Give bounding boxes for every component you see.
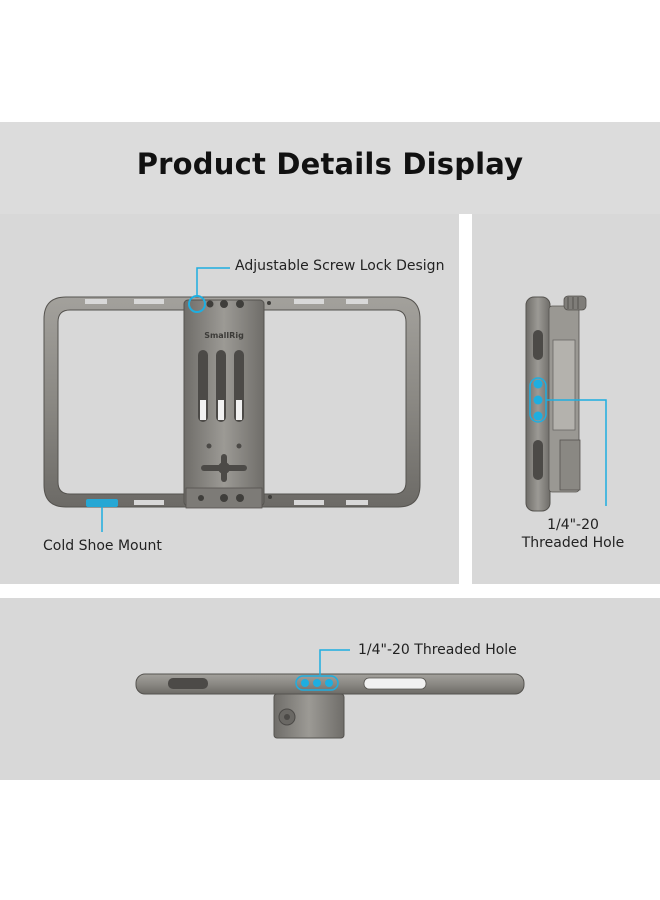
- cold-shoe-label: Cold Shoe Mount: [43, 538, 162, 554]
- cage-side-view: [525, 295, 587, 512]
- cage-front-view: [43, 296, 421, 509]
- screw-lock-callout: [188, 267, 230, 313]
- bottom-hole-callout: [319, 649, 350, 675]
- brand-mark: SmallRig: [204, 331, 244, 340]
- cage-bottom-view: [135, 673, 525, 739]
- side-hole-label-line1: 1/4"-20: [547, 517, 599, 533]
- page-title: Product Details Display: [136, 147, 524, 181]
- screw-lock-label: Adjustable Screw Lock Design: [235, 258, 445, 274]
- side-hole-label-line2: Threaded Hole: [521, 535, 625, 551]
- title-panel: [0, 122, 660, 214]
- bottom-hole-label: 1/4"-20 Threaded Hole: [358, 642, 517, 658]
- side-hole-callout: [546, 399, 607, 506]
